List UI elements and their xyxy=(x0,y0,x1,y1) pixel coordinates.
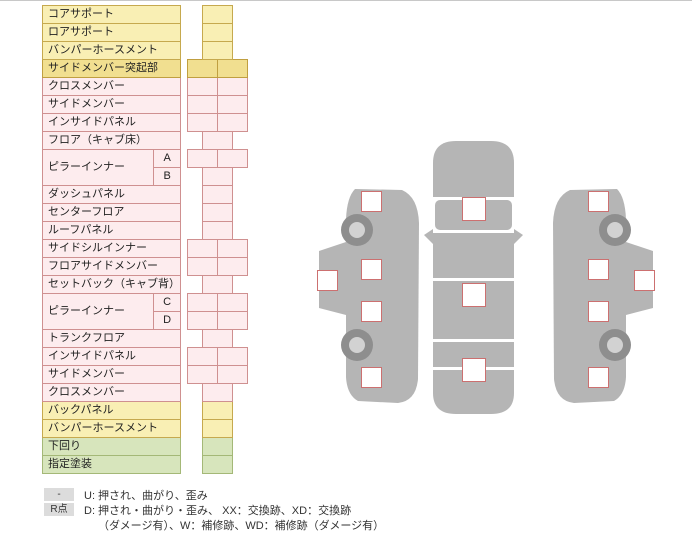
damage-mark-cell[interactable] xyxy=(217,113,248,132)
diagram-checkbox[interactable] xyxy=(462,358,486,382)
part-row: 指定塗装 xyxy=(42,455,248,474)
diagram-checkbox[interactable] xyxy=(462,283,486,307)
part-row: サイドメンバー xyxy=(42,365,248,384)
car-right-wheels xyxy=(599,214,631,361)
part-label: セットバック（キャブ背） xyxy=(42,275,181,294)
damage-mark-cell[interactable] xyxy=(187,95,218,114)
part-row: クロスメンバー xyxy=(42,383,248,402)
diagram-checkbox[interactable] xyxy=(588,367,609,388)
parts-table: コアサポートロアサポートバンパーホースメントサイドメンバー突起部クロスメンバーサ… xyxy=(41,5,248,474)
damage-mark-cell[interactable] xyxy=(187,293,218,312)
damage-mark-cell[interactable] xyxy=(187,59,218,78)
part-row: インサイドパネル xyxy=(42,113,248,132)
part-label: バックパネル xyxy=(42,401,181,420)
damage-mark-cell[interactable] xyxy=(202,401,233,420)
diagram-checkbox[interactable] xyxy=(634,270,655,291)
part-label: クロスメンバー xyxy=(42,77,181,96)
part-row: トランクフロア xyxy=(42,329,248,348)
diagram-checkbox[interactable] xyxy=(462,197,486,221)
legend-text: U: 押され、曲がり、歪み xyxy=(84,489,208,502)
part-row: インサイドパネル xyxy=(42,347,248,366)
damage-mark-cell[interactable] xyxy=(202,329,233,348)
legend-text: D: 押され・曲がり・歪み、 XX：交換跡、XD：交換跡 xyxy=(84,504,352,517)
car-left-wheels xyxy=(341,214,373,361)
diagram-checkbox[interactable] xyxy=(361,367,382,388)
part-label: サイドメンバー xyxy=(42,95,181,114)
damage-mark-cell[interactable] xyxy=(217,77,248,96)
part-row: サイドメンバー xyxy=(42,95,248,114)
legend-key: R点 xyxy=(44,503,74,516)
part-row: コアサポート xyxy=(42,5,248,24)
part-row: ルーフパネル xyxy=(42,221,248,240)
legend-row: R点 D: 押され・曲がり・歪み、 XX：交換跡、XD：交換跡 xyxy=(44,502,664,517)
damage-mark-cell[interactable] xyxy=(217,347,248,366)
diagram-checkbox[interactable] xyxy=(588,301,609,322)
damage-mark-cell[interactable] xyxy=(202,41,233,60)
damage-mark-cell[interactable] xyxy=(217,149,248,168)
car-top-view xyxy=(424,141,523,414)
damage-mark-cell[interactable] xyxy=(187,239,218,258)
damage-mark-cell[interactable] xyxy=(217,293,248,312)
part-sub-label: A xyxy=(153,149,181,168)
diagram-checkbox[interactable] xyxy=(588,191,609,212)
part-label: ピラーインナー xyxy=(41,293,155,330)
diagram-checkbox[interactable] xyxy=(361,191,382,212)
part-label: サイドメンバー xyxy=(42,365,181,384)
legend-text: （ダメージ有）、W：補修跡、WD：補修跡（ダメージ有） xyxy=(98,519,385,532)
damage-mark-cell[interactable] xyxy=(217,311,248,330)
part-label: コアサポート xyxy=(42,5,181,24)
part-row: クロスメンバー xyxy=(42,77,248,96)
legend-row: （ダメージ有）、W：補修跡、WD：補修跡（ダメージ有） xyxy=(44,517,664,532)
damage-mark-cell[interactable] xyxy=(202,275,233,294)
diagram-checkbox[interactable] xyxy=(361,259,382,280)
part-label: インサイドパネル xyxy=(42,347,181,366)
part-row: サイドメンバー突起部 xyxy=(42,59,248,78)
legend-row: -U: 押され、曲がり、歪み xyxy=(44,487,664,502)
damage-mark-cell[interactable] xyxy=(202,23,233,42)
part-label: トランクフロア xyxy=(42,329,181,348)
legend-key: - xyxy=(44,488,74,501)
part-row: サイドシルインナー xyxy=(42,239,248,258)
damage-mark-cell[interactable] xyxy=(202,221,233,240)
damage-mark-cell[interactable] xyxy=(187,365,218,384)
part-label: 指定塗装 xyxy=(42,455,181,474)
damage-mark-cell[interactable] xyxy=(217,59,248,78)
legend-key xyxy=(44,518,74,531)
parts-table-grid: コアサポートロアサポートバンパーホースメントサイドメンバー突起部クロスメンバーサ… xyxy=(41,5,248,474)
damage-mark-cell[interactable] xyxy=(187,257,218,276)
part-label: ルーフパネル xyxy=(42,221,181,240)
diagram-checkbox[interactable] xyxy=(361,301,382,322)
part-label: ピラーインナー xyxy=(41,149,155,186)
part-row: バックパネル xyxy=(42,401,248,420)
diagram-checkbox[interactable] xyxy=(588,259,609,280)
part-label: インサイドパネル xyxy=(42,113,181,132)
part-row: セットバック（キャブ背） xyxy=(42,275,248,294)
damage-mark-cell[interactable] xyxy=(217,257,248,276)
damage-mark-cell[interactable] xyxy=(217,365,248,384)
part-sub-label: C xyxy=(153,293,181,312)
damage-mark-cell[interactable] xyxy=(202,437,233,456)
diagram-checkbox[interactable] xyxy=(317,270,338,291)
part-label: サイドシルインナー xyxy=(42,239,181,258)
damage-mark-cell[interactable] xyxy=(202,203,233,222)
damage-mark-cell[interactable] xyxy=(202,455,233,474)
part-label: サイドメンバー突起部 xyxy=(42,59,181,78)
